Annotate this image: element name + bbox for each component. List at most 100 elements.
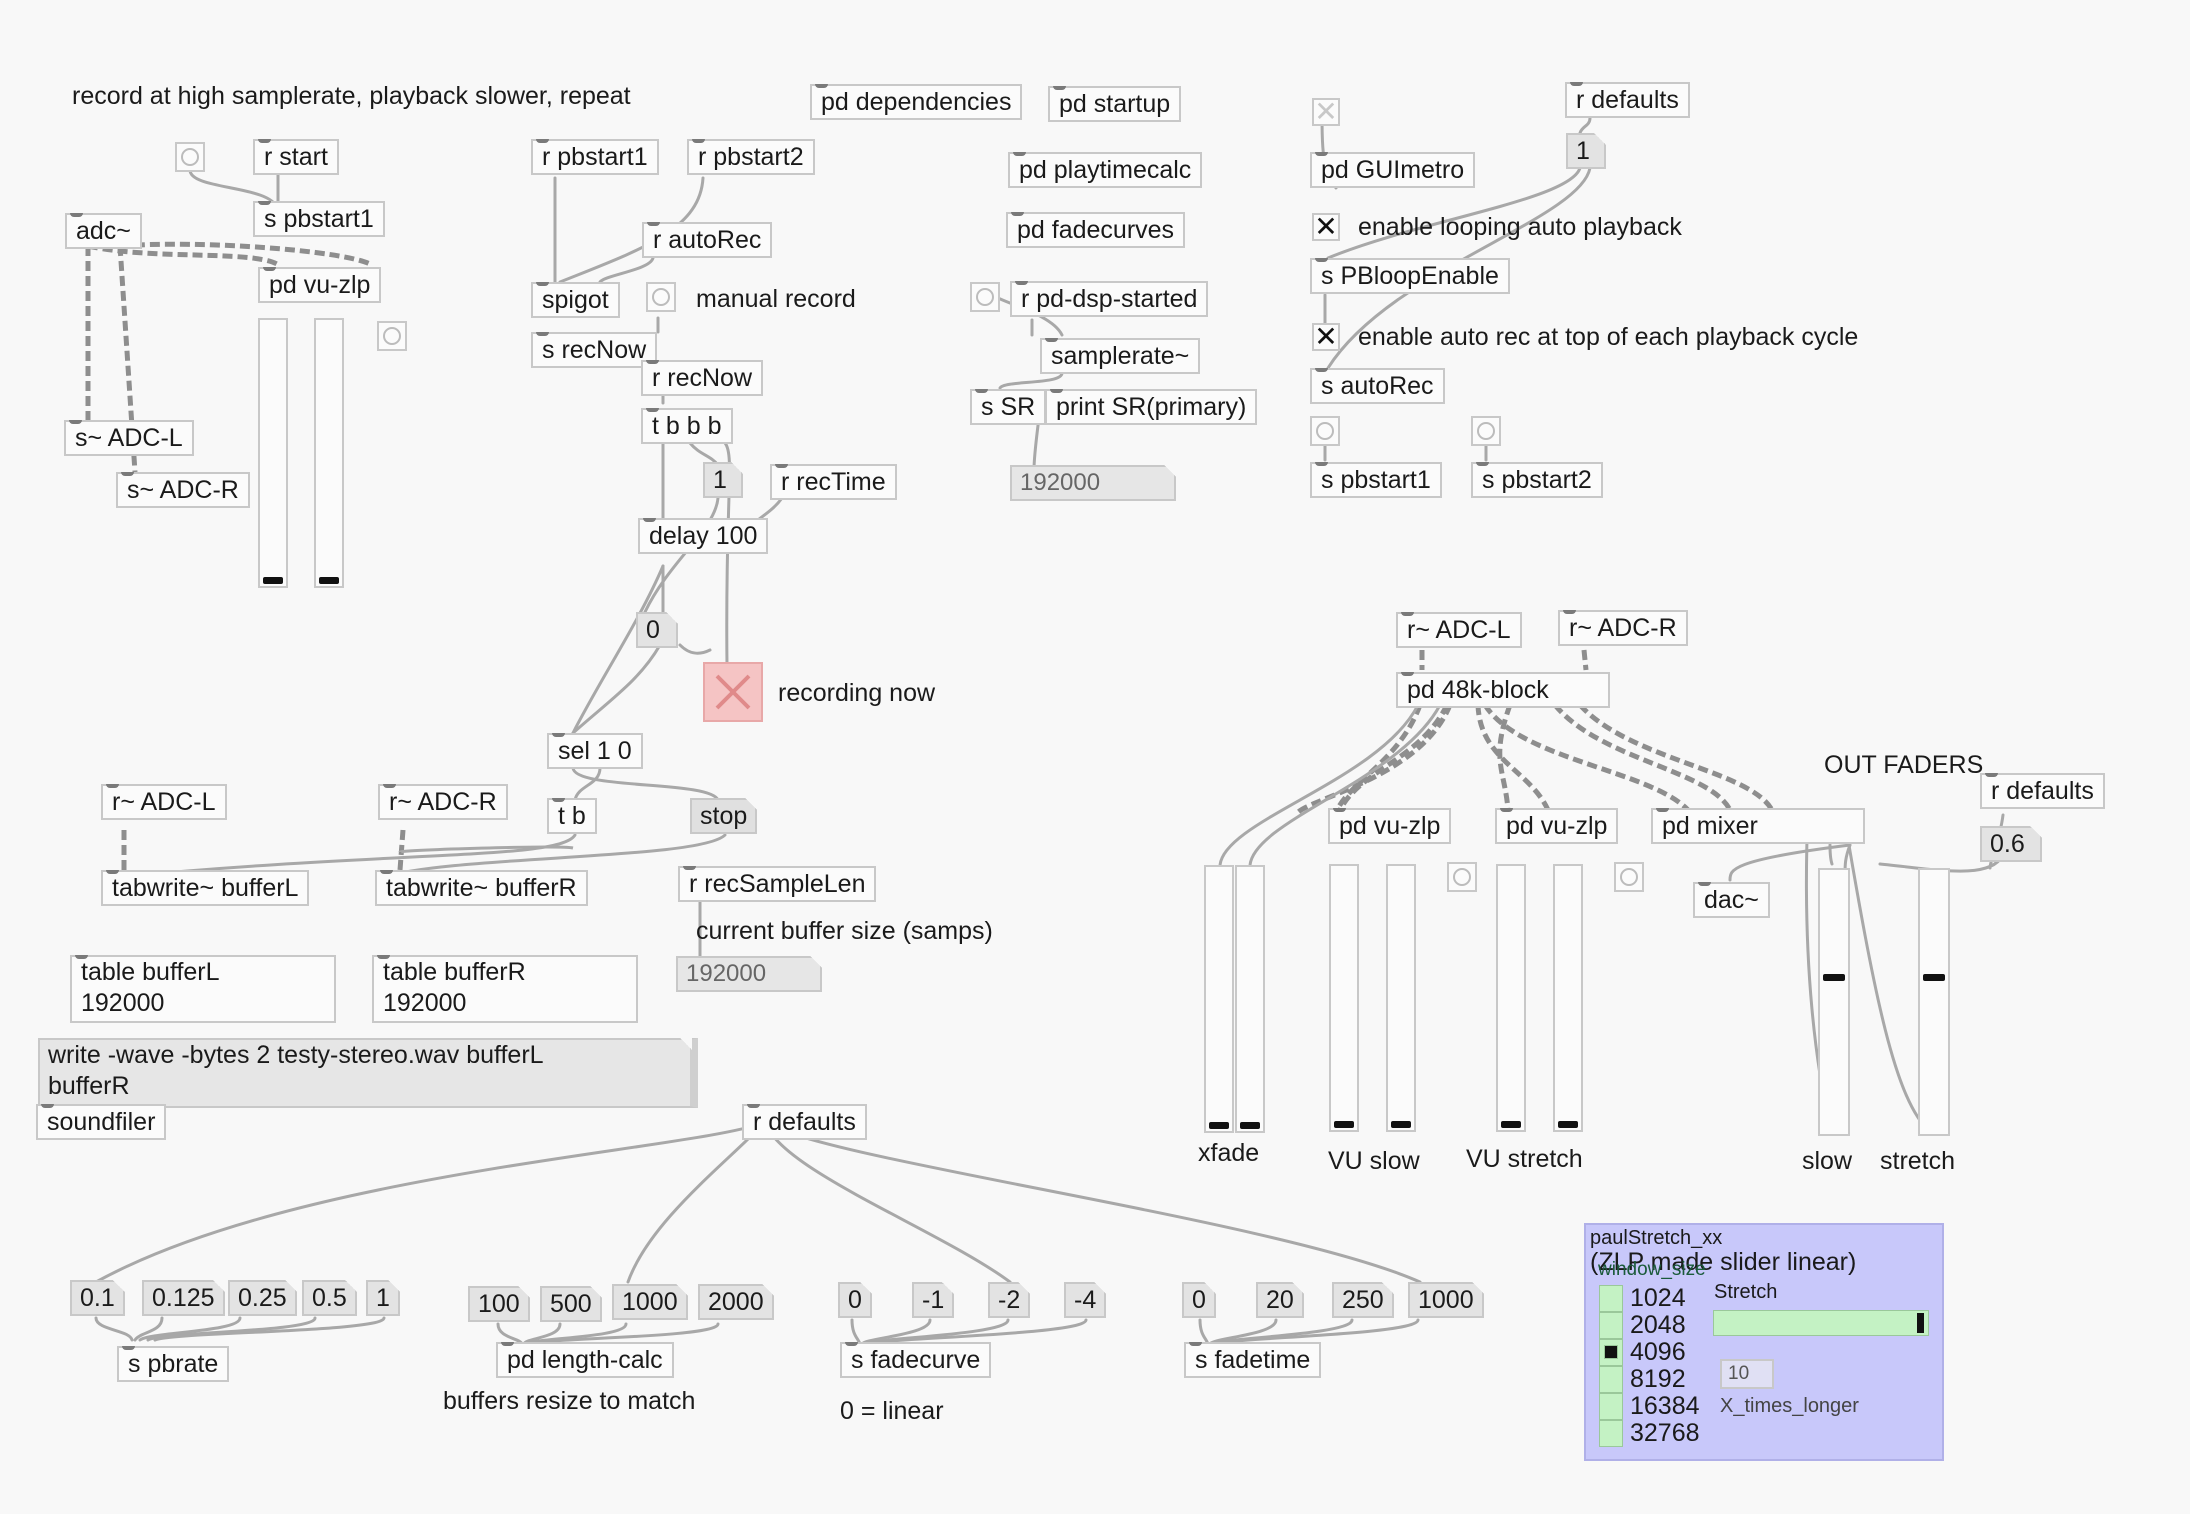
radio-cell[interactable] — [1599, 1366, 1623, 1393]
start-bang[interactable] — [175, 142, 205, 172]
dac-object[interactable]: dac~ — [1693, 882, 1770, 918]
radio-cell[interactable] — [1599, 1393, 1623, 1420]
recording-toggle[interactable] — [703, 662, 763, 722]
sel-object[interactable]: sel 1 0 — [547, 733, 643, 769]
radio-cell-selected[interactable] — [1599, 1339, 1623, 1366]
zero-numbox[interactable]: 0 — [636, 612, 678, 648]
vu-bang-1[interactable] — [1447, 862, 1477, 892]
pd-dependencies-object[interactable]: pd dependencies — [810, 84, 1023, 120]
fadecurve-message[interactable]: 0 — [838, 1282, 872, 1318]
defaults-one-numbox[interactable]: 1 — [1566, 133, 1606, 169]
radio-cell[interactable] — [1599, 1312, 1623, 1339]
s-pbstart2-right-object[interactable]: s pbstart2 — [1471, 462, 1603, 498]
rate-message[interactable]: 0.125 — [142, 1280, 225, 1316]
r-adc-l-right[interactable]: r~ ADC-L — [1396, 612, 1522, 648]
pd-length-calc-object[interactable]: pd length-calc — [496, 1342, 674, 1378]
autorec-toggle[interactable]: ✕ — [1312, 323, 1340, 351]
r-pbstart2-object[interactable]: r pbstart2 — [687, 139, 815, 175]
pd-fadecurves-object[interactable]: pd fadecurves — [1006, 212, 1186, 248]
r-defaults-top-object[interactable]: r defaults — [1565, 82, 1690, 118]
manual-record-bang[interactable] — [646, 282, 676, 312]
stretch-slider[interactable] — [1713, 1310, 1929, 1336]
window-size-radio[interactable] — [1599, 1285, 1623, 1447]
s-pbstart1-object[interactable]: s pbstart1 — [253, 201, 385, 237]
samplerate-object[interactable]: samplerate~ — [1040, 338, 1201, 374]
delay-object[interactable]: delay 100 — [638, 518, 769, 554]
times-longer-numbox[interactable]: 10 — [1720, 1359, 1774, 1389]
r-defaults-bottom-object[interactable]: r defaults — [742, 1104, 867, 1140]
fadetime-message[interactable]: 0 — [1182, 1282, 1216, 1318]
pd-vu-zlp-2-object[interactable]: pd vu-zlp — [1495, 808, 1619, 844]
r-adc-r-left[interactable]: r~ ADC-R — [378, 784, 508, 820]
pd-startup-object[interactable]: pd startup — [1048, 86, 1182, 122]
r-adc-r-right[interactable]: r~ ADC-R — [1558, 610, 1688, 646]
s-sr-object[interactable]: s SR — [970, 389, 1047, 425]
stretch-fader-handle[interactable] — [1923, 974, 1945, 981]
s-pbrate-object[interactable]: s pbrate — [117, 1346, 230, 1382]
r-adc-l-left[interactable]: r~ ADC-L — [101, 784, 227, 820]
tabwrite-l-object[interactable]: tabwrite~ bufferL — [101, 870, 310, 906]
slow-fader-handle[interactable] — [1823, 974, 1845, 981]
s-autorec-object[interactable]: s autoRec — [1310, 368, 1445, 404]
stretch-fader[interactable] — [1918, 868, 1950, 1136]
dsp-started-bang[interactable] — [970, 282, 1000, 312]
fadetime-message[interactable]: 250 — [1332, 1282, 1394, 1318]
s-adc-l-object[interactable]: s~ ADC-L — [64, 420, 194, 456]
print-sr-object[interactable]: print SR(primary) — [1045, 389, 1258, 425]
guimetro-toggle[interactable]: ✕ — [1312, 98, 1340, 126]
pbstart2-bang[interactable] — [1471, 416, 1501, 446]
vu-bang[interactable] — [377, 321, 407, 351]
table-bufferl[interactable]: table bufferL 192000 — [70, 955, 336, 1023]
t-b-object[interactable]: t b — [547, 798, 597, 834]
spigot-object[interactable]: spigot — [531, 282, 620, 318]
fadecurve-message[interactable]: -4 — [1064, 1282, 1107, 1318]
samplerate-numbox[interactable]: 192000 — [1010, 465, 1176, 501]
r-pd-dsp-started-object[interactable]: r pd-dsp-started — [1010, 281, 1209, 317]
write-wave-message[interactable]: write -wave -bytes 2 testy-stereo.wav bu… — [38, 1038, 698, 1108]
pd-vu-zlp-left[interactable]: pd vu-zlp — [258, 267, 382, 303]
rec-one-numbox[interactable]: 1 — [703, 462, 743, 498]
s-fadecurve-object[interactable]: s fadecurve — [840, 1342, 992, 1378]
r-recnow-object[interactable]: r recNow — [641, 360, 764, 396]
radio-cell[interactable] — [1599, 1285, 1623, 1312]
pd-playtimecalc-object[interactable]: pd playtimecalc — [1008, 152, 1203, 188]
rate-message[interactable]: 1 — [366, 1280, 400, 1316]
pd-vu-zlp-1-object[interactable]: pd vu-zlp — [1328, 808, 1452, 844]
out-gain-numbox[interactable]: 0.6 — [1980, 826, 2042, 862]
s-fadetime-object[interactable]: s fadetime — [1184, 1342, 1322, 1378]
r-pbstart1-object[interactable]: r pbstart1 — [531, 139, 659, 175]
buffer-size-numbox[interactable]: 192000 — [676, 956, 822, 992]
r-autorec-object[interactable]: r autoRec — [642, 222, 773, 258]
adc-object[interactable]: adc~ — [65, 213, 142, 249]
s-pbloopenable-object[interactable]: s PBloopEnable — [1310, 258, 1510, 294]
fadetime-message[interactable]: 1000 — [1408, 1282, 1484, 1318]
stop-message[interactable]: stop — [690, 798, 758, 834]
slow-fader[interactable] — [1818, 868, 1850, 1136]
rate-message[interactable]: 0.25 — [228, 1280, 297, 1316]
t-b-b-b-object[interactable]: t b b b — [641, 408, 733, 444]
s-pbstart1-right-object[interactable]: s pbstart1 — [1310, 462, 1442, 498]
fadecurve-message[interactable]: -2 — [988, 1282, 1031, 1318]
s-recnow-object[interactable]: s recNow — [531, 332, 658, 368]
soundfiler-object[interactable]: soundfiler — [36, 1104, 167, 1140]
r-recsamplelen-object[interactable]: r recSampleLen — [678, 866, 877, 902]
r-start-object[interactable]: r start — [253, 139, 339, 175]
pd-48k-block-object[interactable]: pd 48k-block — [1396, 672, 1610, 708]
s-adc-r-object[interactable]: s~ ADC-R — [116, 472, 250, 508]
length-message[interactable]: 100 — [468, 1286, 530, 1322]
length-message[interactable]: 1000 — [612, 1284, 688, 1320]
tabwrite-r-object[interactable]: tabwrite~ bufferR — [375, 870, 588, 906]
length-message[interactable]: 2000 — [698, 1284, 774, 1320]
loop-toggle[interactable]: ✕ — [1312, 213, 1340, 241]
fadecurve-message[interactable]: -1 — [912, 1282, 955, 1318]
vu-bang-2[interactable] — [1614, 862, 1644, 892]
radio-cell[interactable] — [1599, 1420, 1623, 1447]
rate-message[interactable]: 0.5 — [302, 1280, 357, 1316]
pd-guimetro-object[interactable]: pd GUImetro — [1310, 152, 1476, 188]
r-defaults-right-object[interactable]: r defaults — [1980, 773, 2105, 809]
length-message[interactable]: 500 — [540, 1286, 602, 1322]
table-bufferr[interactable]: table bufferR 192000 — [372, 955, 638, 1023]
fadetime-message[interactable]: 20 — [1256, 1282, 1304, 1318]
r-rectime-object[interactable]: r recTime — [770, 464, 897, 500]
rate-message[interactable]: 0.1 — [70, 1280, 125, 1316]
